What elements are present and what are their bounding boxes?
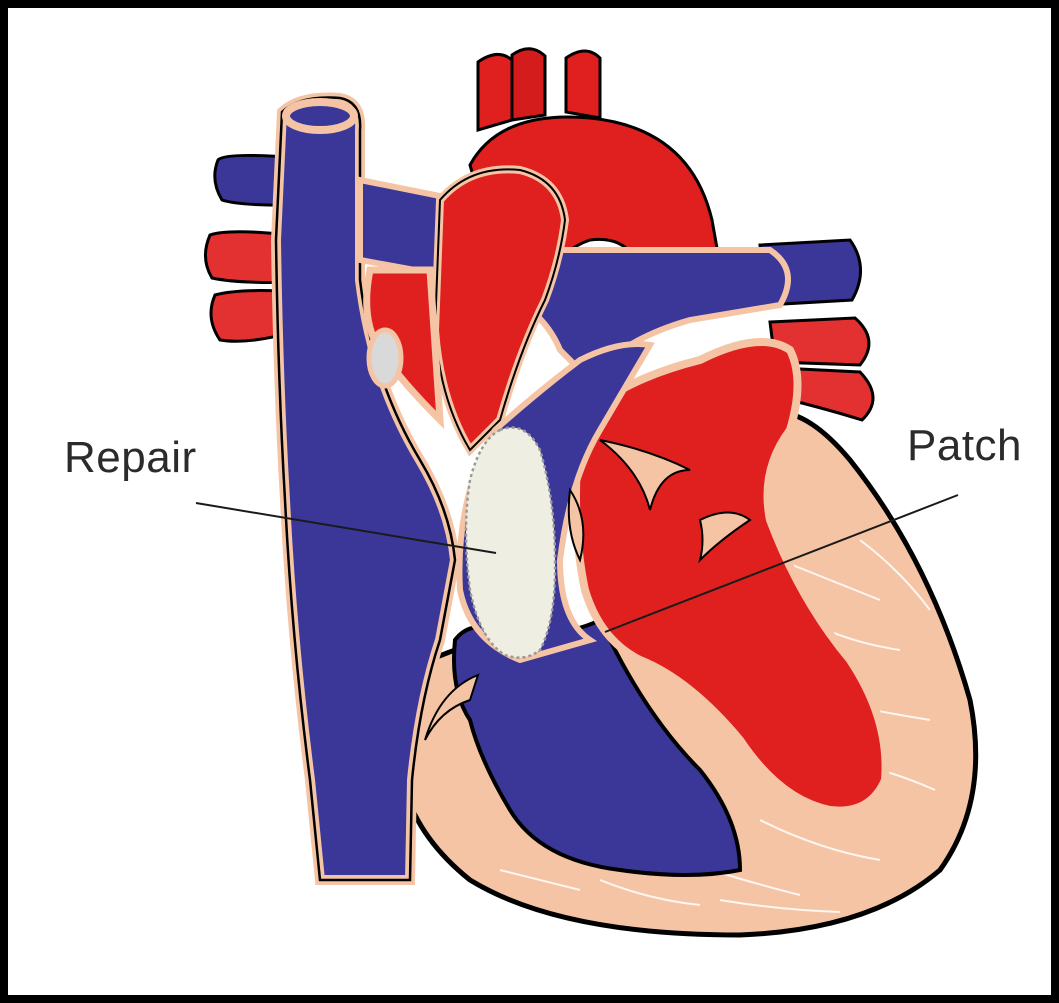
repair-label: Repair: [64, 436, 197, 480]
vsd-patch: [466, 428, 555, 658]
patch-label: Patch: [907, 424, 1022, 468]
